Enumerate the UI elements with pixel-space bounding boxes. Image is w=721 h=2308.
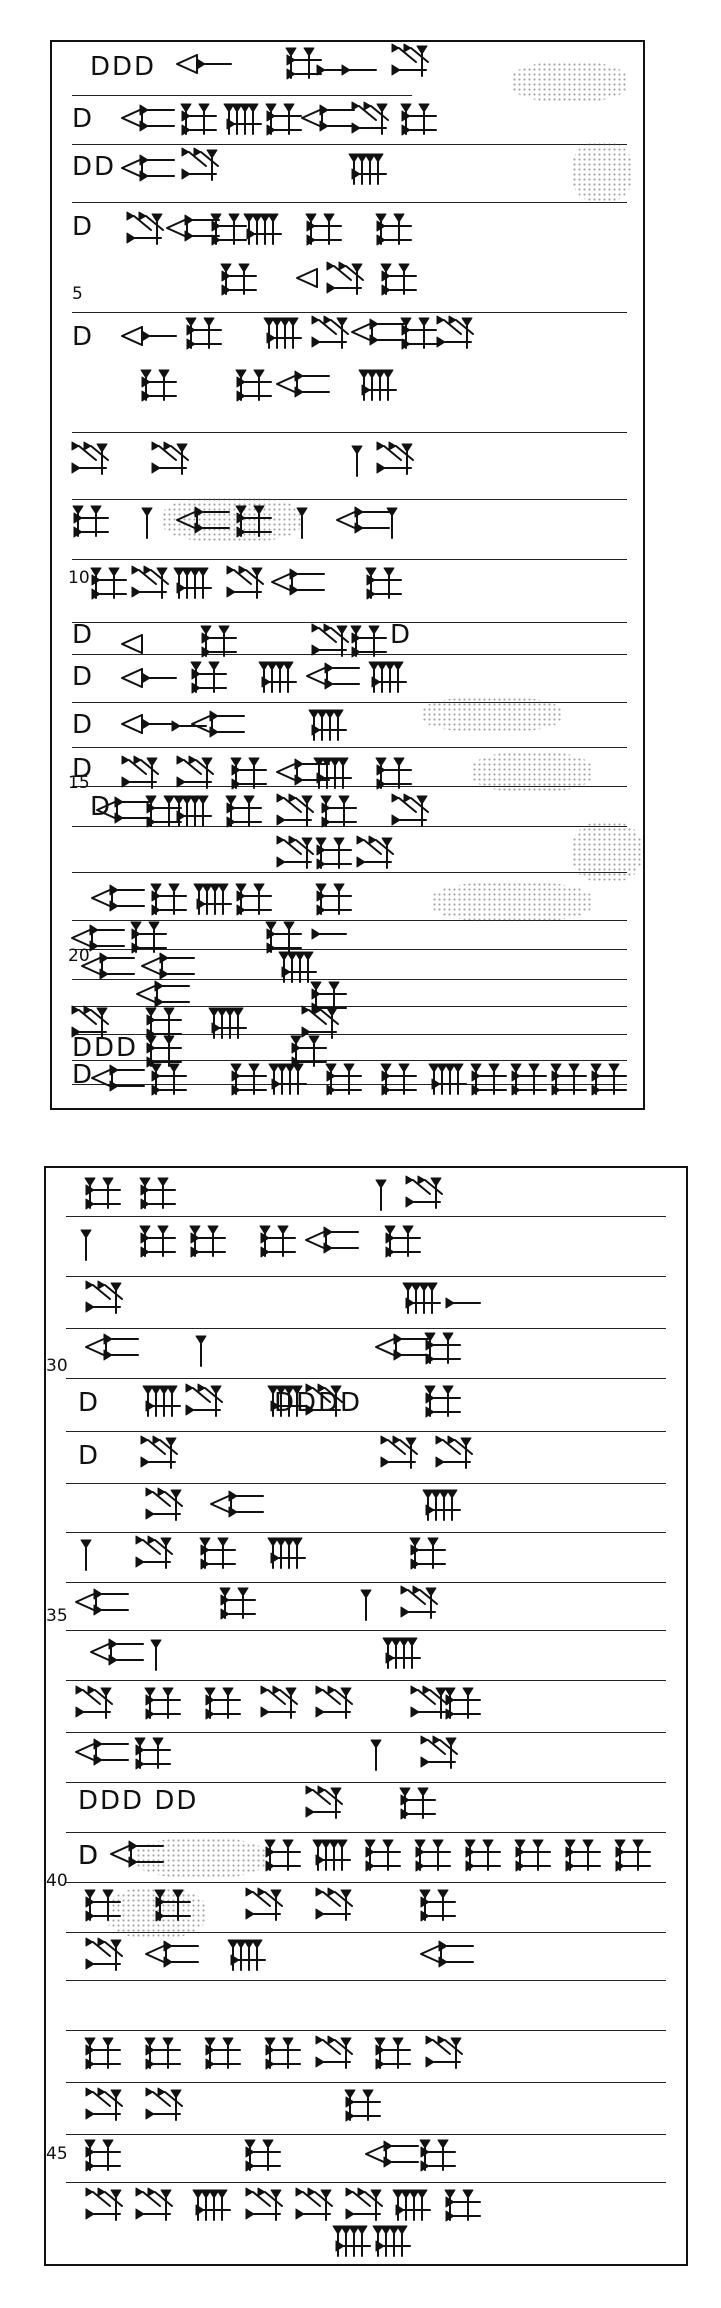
- ruling-line: [72, 622, 627, 623]
- ruling-line: [72, 920, 627, 921]
- ruling-line: [72, 202, 627, 203]
- ruling-line: [66, 2030, 666, 2031]
- d-mark: DDD: [90, 52, 157, 82]
- damage-stipple: [572, 822, 642, 882]
- damage-stipple: [472, 752, 592, 792]
- ruling-line: [72, 95, 412, 96]
- ruling-line: [66, 1483, 666, 1484]
- ruling-line: [72, 432, 627, 433]
- ruling-line: [72, 312, 627, 313]
- ruling-line: [66, 1276, 666, 1277]
- ruling-line: [66, 1980, 666, 1981]
- cuneiform-signs-top: [52, 42, 647, 1112]
- ruling-line: [66, 1532, 666, 1533]
- line-number: 5: [72, 284, 83, 304]
- ruling-line: [72, 654, 627, 655]
- d-mark: D: [72, 322, 95, 352]
- ruling-line: [66, 1832, 666, 1833]
- ruling-line: [66, 1782, 666, 1783]
- ruling-line: [66, 1216, 666, 1217]
- ruling-line: [72, 499, 627, 500]
- d-mark: D: [72, 1060, 95, 1090]
- line-number: 20: [68, 946, 90, 966]
- ruling-line: [72, 872, 627, 873]
- ruling-line: [72, 786, 627, 787]
- cuneiform-signs-bottom: [46, 1168, 690, 2268]
- ruling-line: [72, 979, 627, 980]
- ruling-line: [66, 1582, 666, 1583]
- ruling-line: [66, 1328, 666, 1329]
- line-number: 15: [68, 773, 90, 793]
- ruling-line: [66, 1431, 666, 1432]
- ruling-line: [66, 1630, 666, 1631]
- tablet-panel-bottom: 30 35 40 45 D D DDDD D DDD DD D: [44, 1166, 688, 2266]
- d-mark: D: [78, 1388, 101, 1418]
- line-number: 10: [68, 568, 90, 588]
- damage-stipple: [136, 1838, 266, 1878]
- tablet-panel-top: 5 10 15 20 DDD D DD D D D D D D D D DDD …: [50, 40, 645, 1110]
- d-mark: D: [72, 620, 95, 650]
- line-number: 45: [46, 2144, 68, 2164]
- d-mark: D: [390, 620, 413, 650]
- ruling-line: [72, 1006, 627, 1007]
- d-mark: D: [78, 1441, 101, 1471]
- damage-stipple: [162, 497, 302, 542]
- d-mark: D: [72, 212, 95, 242]
- line-number: 30: [46, 1356, 68, 1376]
- ruling-line: [72, 702, 627, 703]
- ruling-line: [66, 1680, 666, 1681]
- d-mark: D: [72, 662, 95, 692]
- line-number: 35: [46, 1606, 68, 1626]
- d-mark: D: [78, 1841, 101, 1871]
- ruling-line: [66, 1932, 666, 1933]
- damage-stipple: [422, 697, 562, 732]
- ruling-line: [72, 826, 627, 827]
- d-mark: D: [72, 754, 95, 784]
- ruling-line: [66, 2134, 666, 2135]
- d-mark: DDD DD: [78, 1786, 199, 1816]
- d-mark: DDD: [72, 1033, 139, 1063]
- ruling-line: [72, 747, 627, 748]
- ruling-line: [66, 2082, 666, 2083]
- damage-stipple: [432, 882, 592, 922]
- ruling-line: [66, 1378, 666, 1379]
- damage-stipple: [512, 62, 627, 102]
- ruling-line: [72, 1060, 627, 1061]
- ruling-line: [72, 949, 627, 950]
- ruling-line: [72, 559, 627, 560]
- ruling-line: [66, 2182, 666, 2183]
- ruling-line: [66, 1882, 666, 1883]
- damage-stipple: [572, 142, 632, 202]
- line-number: 40: [46, 1871, 68, 1891]
- ruling-line: [72, 144, 627, 145]
- ruling-line: [72, 1034, 627, 1035]
- ruling-line: [66, 1732, 666, 1733]
- d-mark: D: [72, 104, 95, 134]
- d-mark: D: [72, 710, 95, 740]
- d-mark: D: [78, 1841, 101, 1871]
- d-mark: DD: [72, 152, 117, 182]
